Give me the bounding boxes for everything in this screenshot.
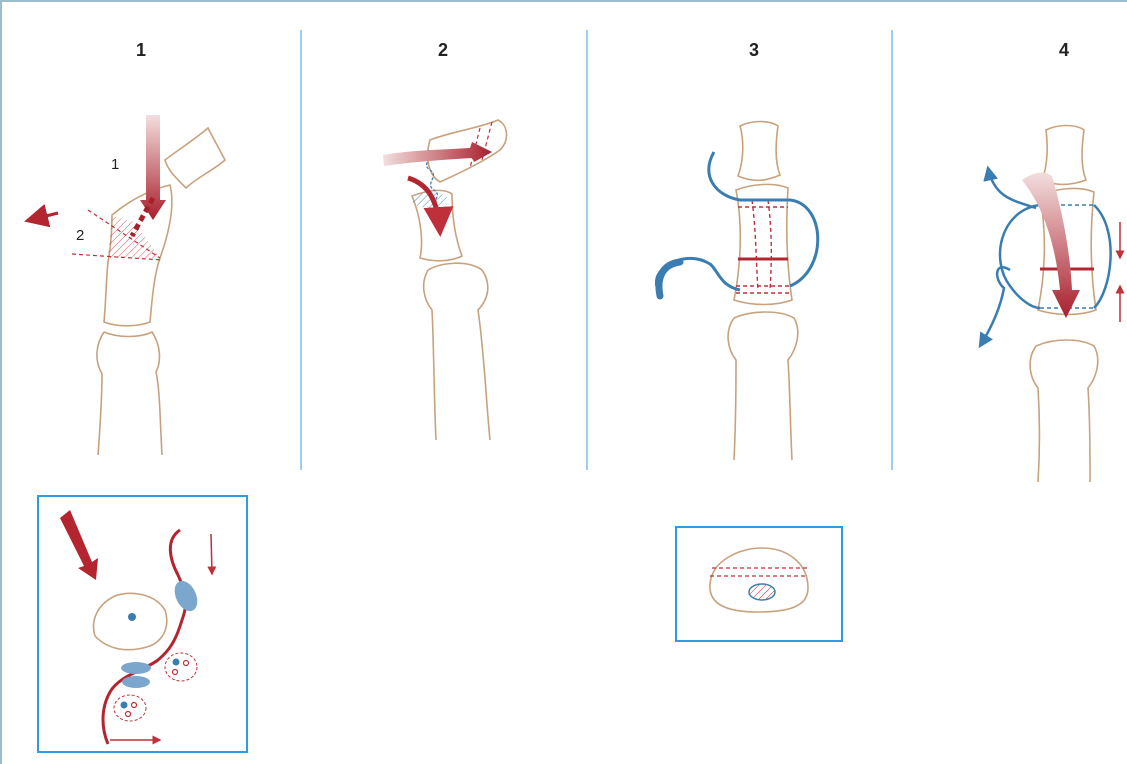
inset1-vessel-left-dot bbox=[121, 702, 128, 709]
inset1-vessel-left-ring-1 bbox=[132, 703, 137, 708]
inset1-blue-oval-b bbox=[122, 676, 150, 688]
inset1-blue-dot bbox=[128, 613, 136, 621]
inset1-vessel-left-ring-2 bbox=[126, 712, 131, 717]
panel1-approach-arrow bbox=[140, 115, 166, 220]
inset3-bone-section bbox=[710, 548, 808, 612]
inset1-tendon-path bbox=[103, 530, 185, 744]
panel-dividers bbox=[301, 30, 892, 470]
panel3-metacarpal bbox=[734, 184, 792, 304]
panel3-drill-channels bbox=[736, 200, 790, 293]
panel2-bones bbox=[412, 120, 507, 440]
inset1-blue-oval-right bbox=[170, 577, 202, 614]
panel4-proximal-phalanx bbox=[1030, 340, 1098, 482]
panel1-bones bbox=[97, 128, 225, 455]
panel3-proximal-phalanx bbox=[728, 312, 798, 460]
inset1-vessel-right-dot bbox=[173, 659, 180, 666]
panel1-proximal-phalanx bbox=[97, 332, 162, 455]
inset1-down-arrow bbox=[211, 534, 212, 574]
inset1-vessel-circle-right bbox=[165, 653, 197, 681]
panel1-displacement-arrow bbox=[30, 213, 58, 220]
panel2-horizontal-arrow bbox=[383, 142, 492, 166]
panel3-suture-upper bbox=[709, 152, 818, 286]
panel3-distal-bone bbox=[738, 122, 780, 181]
panel1-osteotomy bbox=[72, 210, 162, 260]
inset3-hatched-oval bbox=[749, 584, 775, 600]
inset1-blue-oval-a bbox=[121, 662, 151, 674]
inset1-vessel-circle-left bbox=[114, 695, 146, 721]
inset1-large-arrow bbox=[60, 510, 98, 580]
inset1-vessel-right-ring-1 bbox=[184, 661, 189, 666]
inset1-bone-section bbox=[94, 593, 167, 649]
panel3-suture-end bbox=[659, 262, 680, 296]
panel2-proximal-phalanx bbox=[424, 263, 490, 440]
inset1-vessel-right-ring-2 bbox=[173, 670, 178, 675]
panel4-compression-arrow bbox=[1022, 173, 1080, 318]
